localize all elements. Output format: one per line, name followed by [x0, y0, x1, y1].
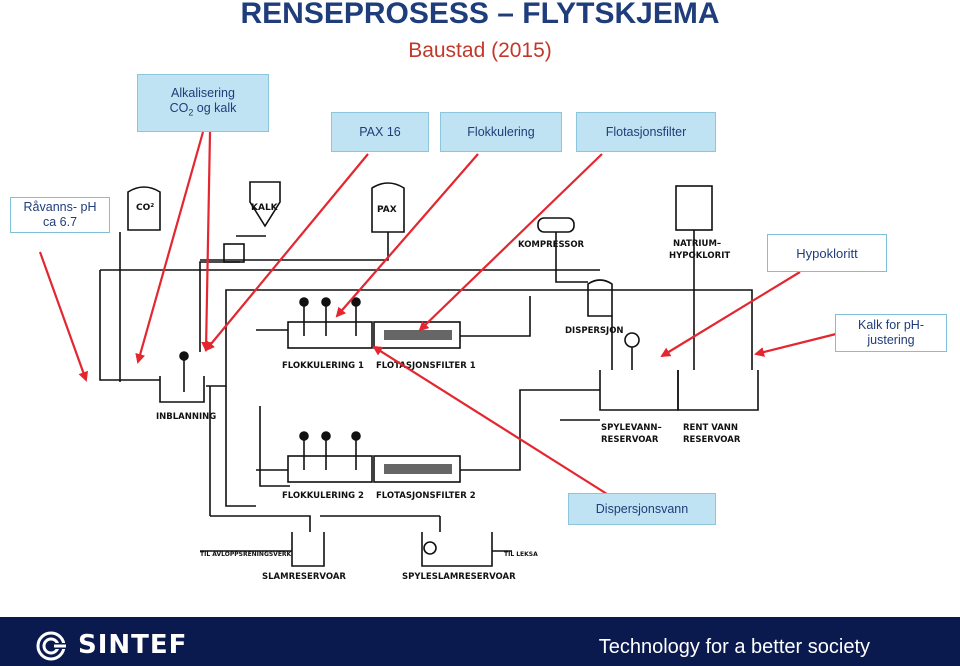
slam-reservoar — [291, 532, 325, 567]
arrow-alkalisering-2 — [201, 131, 212, 352]
callout-alkalisering-line1: Alkalisering — [171, 85, 235, 100]
flok-tank-2 — [287, 455, 373, 483]
label-flot-1: FLOTASJONSFILTER 1 — [376, 361, 476, 371]
dispersjon-tank — [587, 279, 613, 317]
footer-bar — [0, 617, 960, 666]
co2-tank — [127, 186, 161, 231]
kalk-silo — [249, 181, 281, 228]
label-rent-2: RESERVOAR — [683, 435, 741, 445]
callout-hypokloritt: Hypokloritt — [767, 234, 887, 272]
label-leksa: TIL LEKSA — [504, 551, 538, 558]
label-natrium-2: HYPOKLORIT — [669, 251, 730, 261]
kompressor — [537, 217, 575, 233]
og-kalk-text: og kalk — [193, 100, 237, 115]
label-flok-1: FLOKKULERING 1 — [282, 361, 364, 371]
footer-tagline: Technology for a better society — [598, 636, 870, 658]
label-slamreservoar: SLAMRESERVOAR — [262, 572, 346, 582]
filter-media-1 — [384, 330, 452, 340]
label-pax: PAX — [377, 205, 397, 215]
callout-ravanns-ph: Råvanns- pH ca 6.7 — [10, 197, 110, 233]
spyleslam-reservoar — [421, 532, 493, 567]
callout-flokkulering: Flokkulering — [440, 112, 562, 152]
co2-text: CO — [169, 100, 189, 115]
label-co2: CO² — [136, 203, 154, 213]
label-flot-2: FLOTASJONSFILTER 2 — [376, 491, 476, 501]
spyleslam-pump — [423, 541, 437, 555]
callout-pax16: PAX 16 — [331, 112, 429, 152]
flok-tank-1 — [287, 321, 373, 349]
dispersjon-pump — [624, 332, 640, 348]
filter-media-2 — [384, 464, 452, 474]
page-subtitle: Baustad (2015) — [408, 39, 552, 62]
natrium-tank — [675, 185, 713, 231]
label-spyleslamreservoar: SPYLESLAMRESERVOAR — [402, 572, 516, 582]
label-flok-2: FLOKKULERING 2 — [282, 491, 364, 501]
arrow-alkalisering-1 — [135, 131, 205, 364]
arrow-ravanns — [38, 251, 88, 382]
process-flow-diagram: CO² KALK PAX KOMPRESSOR NATRIUM– HYPOKLO… — [38, 131, 837, 582]
label-rent-1: RENT VANN — [683, 423, 738, 433]
arrow-pax — [204, 153, 369, 352]
label-kompressor: KOMPRESSOR — [518, 240, 585, 250]
label-inblanning: INBLANNING — [156, 412, 216, 422]
rent-vann-reservoar — [677, 370, 759, 411]
callout-alkalisering: Alkalisering CO2 og kalk — [137, 74, 269, 132]
label-kalk: KALK — [251, 203, 279, 213]
inblanning-tank — [159, 376, 205, 403]
label-avlop: TIL AVLOPPSRENINGSVERK — [200, 551, 292, 558]
callout-dispersjonsvann: Dispersjonsvann — [568, 493, 716, 525]
arrow-flotasjonsfilter — [418, 153, 603, 332]
label-natrium-1: NATRIUM– — [673, 239, 721, 249]
label-dispersjon: DISPERSJON — [565, 326, 624, 336]
callout-kalk-ph-justering: Kalk for pH-justering — [835, 314, 947, 352]
label-spylevann-2: RESERVOAR — [601, 435, 659, 445]
arrow-hypokloritt — [660, 271, 801, 358]
sintef-logo-icon — [36, 631, 67, 661]
arrow-dispersjonsvann — [372, 345, 608, 495]
sintef-logo-text: SINTEF — [78, 630, 188, 660]
flot-tank-1 — [373, 321, 461, 349]
flot-tank-2 — [373, 455, 461, 483]
arrow-flokkulering — [335, 153, 479, 318]
co2-subscript: 2 — [188, 107, 194, 118]
callout-alkalisering-line2: CO2 og kalk — [170, 101, 237, 121]
arrow-kalk-ph — [754, 332, 837, 357]
spylevann-reservoar — [599, 370, 679, 411]
page-title: RENSEPROSESS – FLYTSKJEMA — [240, 0, 720, 30]
callout-flotasjonsfilter: Flotasjonsfilter — [576, 112, 716, 152]
pax-tank — [371, 182, 405, 233]
label-spylevann-1: SPYLEVANN– — [601, 423, 662, 433]
